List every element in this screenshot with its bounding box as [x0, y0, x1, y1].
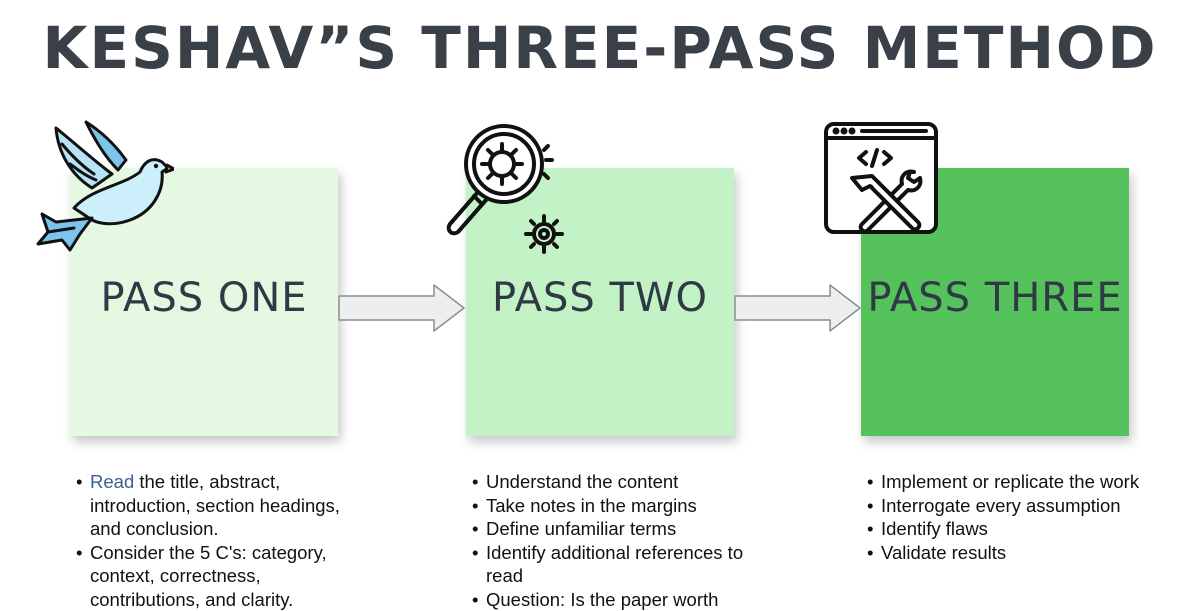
page-title: KESHAV”S THREE-PASS METHOD [0, 14, 1200, 82]
pass-three-label: PASS THREE [867, 275, 1122, 321]
bullet-text: Take notes in the margins [486, 495, 697, 516]
bullet-text: Identify additional references to read [486, 542, 743, 587]
bullet-item: Interrogate every assumption [867, 494, 1177, 518]
bullet-text: Understand the content [486, 471, 678, 492]
bullet-text: Consider the 5 C's: category, context, c… [90, 542, 327, 610]
pass-three-bullets: Implement or replicate the workInterroga… [867, 470, 1177, 564]
pass-one-bullets: Read the title, abstract, introduction, … [76, 470, 366, 611]
bullet-item: Validate results [867, 541, 1177, 565]
bullet-item: Take notes in the margins [472, 494, 772, 518]
code-window-tools-icon [822, 120, 940, 250]
bullet-text: Question: Is the paper worth [486, 589, 718, 610]
pass-one-label: PASS ONE [100, 275, 307, 321]
bullet-item: Implement or replicate the work [867, 470, 1177, 494]
bullet-highlight: Read [90, 471, 134, 492]
arrow-right-icon [338, 283, 466, 333]
dove-icon [34, 108, 174, 260]
bullet-item: Consider the 5 C's: category, context, c… [76, 541, 366, 611]
bullet-text: Validate results [881, 542, 1006, 563]
bullet-text: Implement or replicate the work [881, 471, 1139, 492]
pass-two-bullets: Understand the contentTake notes in the … [472, 470, 772, 611]
bullet-text: Identify flaws [881, 518, 988, 539]
bullet-item: Understand the content [472, 470, 772, 494]
bullet-item: Read the title, abstract, introduction, … [76, 470, 366, 541]
bullet-item: Identify flaws [867, 517, 1177, 541]
arrow-right-icon [734, 283, 862, 333]
pass-two-label: PASS TWO [492, 275, 708, 321]
magnifier-gears-icon [434, 122, 584, 262]
bullet-item: Identify additional references to read [472, 541, 772, 588]
bullet-text: Define unfamiliar terms [486, 518, 676, 539]
bullet-item: Define unfamiliar terms [472, 517, 772, 541]
bullet-text: Interrogate every assumption [881, 495, 1121, 516]
bullet-item: Question: Is the paper worth [472, 588, 772, 611]
